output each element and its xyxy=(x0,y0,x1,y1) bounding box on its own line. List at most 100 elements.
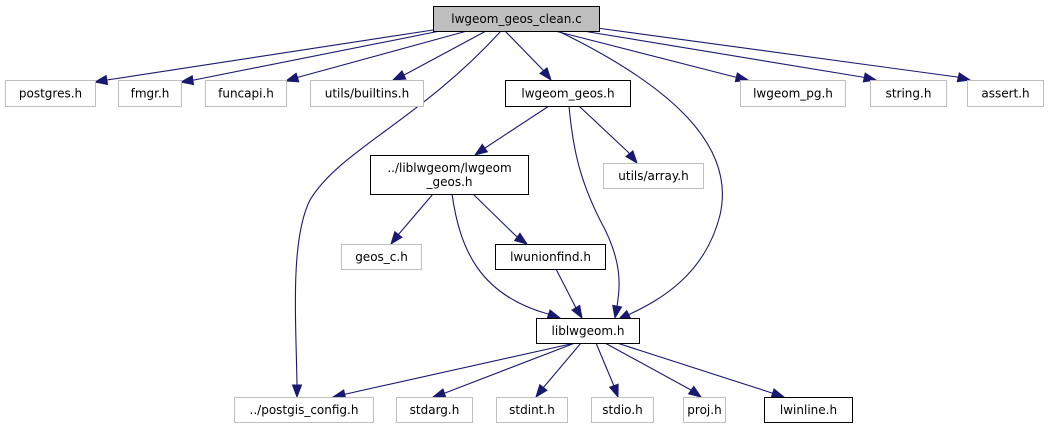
edge-lwgeom_geos-to-liblwgeom_geos xyxy=(473,105,550,156)
edge-root-to-assert xyxy=(596,27,972,83)
node-lwunionfind[interactable]: lwunionfind.h xyxy=(495,244,606,270)
node-box xyxy=(370,155,529,195)
edge-line xyxy=(554,30,736,78)
arrowhead-icon xyxy=(390,230,403,246)
edge-line xyxy=(604,342,692,391)
edge-line xyxy=(345,342,576,395)
edge-root-to-builtins xyxy=(391,30,487,81)
edges-layer xyxy=(93,27,972,400)
arrowhead-icon xyxy=(687,385,703,398)
node-label: fmgr.h xyxy=(131,87,170,101)
node-label: string.h xyxy=(886,87,932,101)
node-array[interactable]: utils/array.h xyxy=(603,163,704,189)
node-box xyxy=(870,80,947,107)
node-box xyxy=(591,397,654,423)
node-fmgr[interactable]: fmgr.h xyxy=(118,80,182,107)
edge-root-to-postgis_config xyxy=(291,30,502,399)
node-label: lwgeom_pg.h xyxy=(753,87,833,101)
node-box xyxy=(234,397,374,423)
arrowhead-icon xyxy=(539,66,552,82)
edge-line xyxy=(582,30,863,78)
edge-lwgeom_geos-to-array xyxy=(578,105,638,165)
node-proj[interactable]: proj.h xyxy=(683,397,726,423)
node-box xyxy=(740,80,846,107)
arrowhead-icon xyxy=(513,232,529,245)
edge-line xyxy=(616,342,773,394)
edge-lwunionfind-to-liblwgeom xyxy=(555,268,583,320)
node-label: funcapi.h xyxy=(218,87,274,101)
arrowhead-icon xyxy=(93,74,109,86)
edge-line xyxy=(193,30,441,81)
node-box xyxy=(967,80,1044,107)
node-stdint[interactable]: stdint.h xyxy=(496,397,568,423)
edge-line xyxy=(106,29,434,81)
arrowhead-icon xyxy=(284,72,300,83)
node-liblwgeom[interactable]: liblwgeom.h xyxy=(536,318,640,344)
node-box xyxy=(495,244,606,270)
node-assert[interactable]: assert.h xyxy=(967,80,1044,107)
arrowhead-icon xyxy=(770,388,786,399)
edge-line xyxy=(472,193,517,237)
node-postgis-config[interactable]: ../postgis_config.h xyxy=(234,397,374,423)
node-stdarg[interactable]: stdarg.h xyxy=(396,397,473,423)
edge-liblwgeom-to-stdint xyxy=(535,342,582,399)
node-liblwgeom-geos[interactable]: ../liblwgeom/lwgeom_geos.h xyxy=(370,155,529,195)
arrowhead-icon xyxy=(546,309,562,320)
edge-liblwgeom_geos-to-lwunionfind xyxy=(472,193,529,245)
node-box xyxy=(5,80,96,107)
node-label: stdint.h xyxy=(509,403,555,417)
arrowhead-icon xyxy=(431,388,447,399)
edge-root-to-postgres xyxy=(93,29,434,86)
edge-line xyxy=(557,30,723,316)
arrowhead-icon xyxy=(612,304,623,320)
node-geos-c[interactable]: geos_c.h xyxy=(341,244,422,270)
edge-root-to-string xyxy=(582,30,878,83)
node-label: lwinline.h xyxy=(780,403,837,417)
nodes-layer: lwgeom_geos_clean.c postgres.h fmgr.h funca… xyxy=(5,6,1044,423)
edge-root-to-fmgr xyxy=(179,30,441,86)
node-label: utils/array.h xyxy=(618,169,688,183)
node-box xyxy=(341,244,422,270)
node-root[interactable]: lwgeom_geos_clean.c xyxy=(433,6,600,32)
node-label: lwgeom_geos.h xyxy=(521,87,614,101)
edge-liblwgeom-to-stdio xyxy=(595,342,619,399)
node-label: postgres.h xyxy=(19,87,82,101)
edge-line xyxy=(484,105,550,149)
edge-liblwgeom-to-lwinline xyxy=(616,342,786,399)
edge-line xyxy=(405,30,487,75)
node-box xyxy=(205,80,287,107)
edge-liblwgeom_geos-to-geos_c xyxy=(390,193,434,246)
edge-lwgeom_geos-to-liblwgeom xyxy=(568,105,623,320)
node-label: stdarg.h xyxy=(410,403,460,417)
node-postgres[interactable]: postgres.h xyxy=(5,80,96,107)
node-label: liblwgeom.h xyxy=(552,324,625,338)
arrowhead-icon xyxy=(956,72,972,83)
arrowhead-icon xyxy=(473,143,489,156)
edge-liblwgeom_geos-to-liblwgeom xyxy=(451,193,562,320)
node-label: lwgeom_geos_clean.c xyxy=(451,12,581,26)
edge-line xyxy=(451,193,549,315)
node-lwgeom-pg[interactable]: lwgeom_pg.h xyxy=(740,80,846,107)
node-label: stdio.h xyxy=(602,403,642,417)
node-label: ../liblwgeom/lwgeom xyxy=(387,161,511,175)
node-label: lwunionfind.h xyxy=(510,250,591,264)
edge-line xyxy=(294,30,502,386)
arrowhead-icon xyxy=(608,383,619,399)
node-box xyxy=(505,80,631,107)
node-stdio[interactable]: stdio.h xyxy=(591,397,654,423)
node-box xyxy=(536,318,640,344)
edge-line xyxy=(397,193,434,236)
node-builtins[interactable]: utils/builtins.h xyxy=(310,80,424,107)
node-lwinline[interactable]: lwinline.h xyxy=(764,397,853,423)
arrowhead-icon xyxy=(391,70,407,81)
node-box xyxy=(396,397,473,423)
edge-line xyxy=(568,105,620,308)
edge-line xyxy=(444,342,576,394)
node-lwgeom-geos[interactable]: lwgeom_geos.h xyxy=(505,80,631,107)
arrowhead-icon xyxy=(179,74,195,86)
node-funcapi[interactable]: funcapi.h xyxy=(205,80,287,107)
node-box xyxy=(433,6,600,32)
node-string[interactable]: string.h xyxy=(870,80,947,107)
node-label: utils/builtins.h xyxy=(325,87,409,101)
